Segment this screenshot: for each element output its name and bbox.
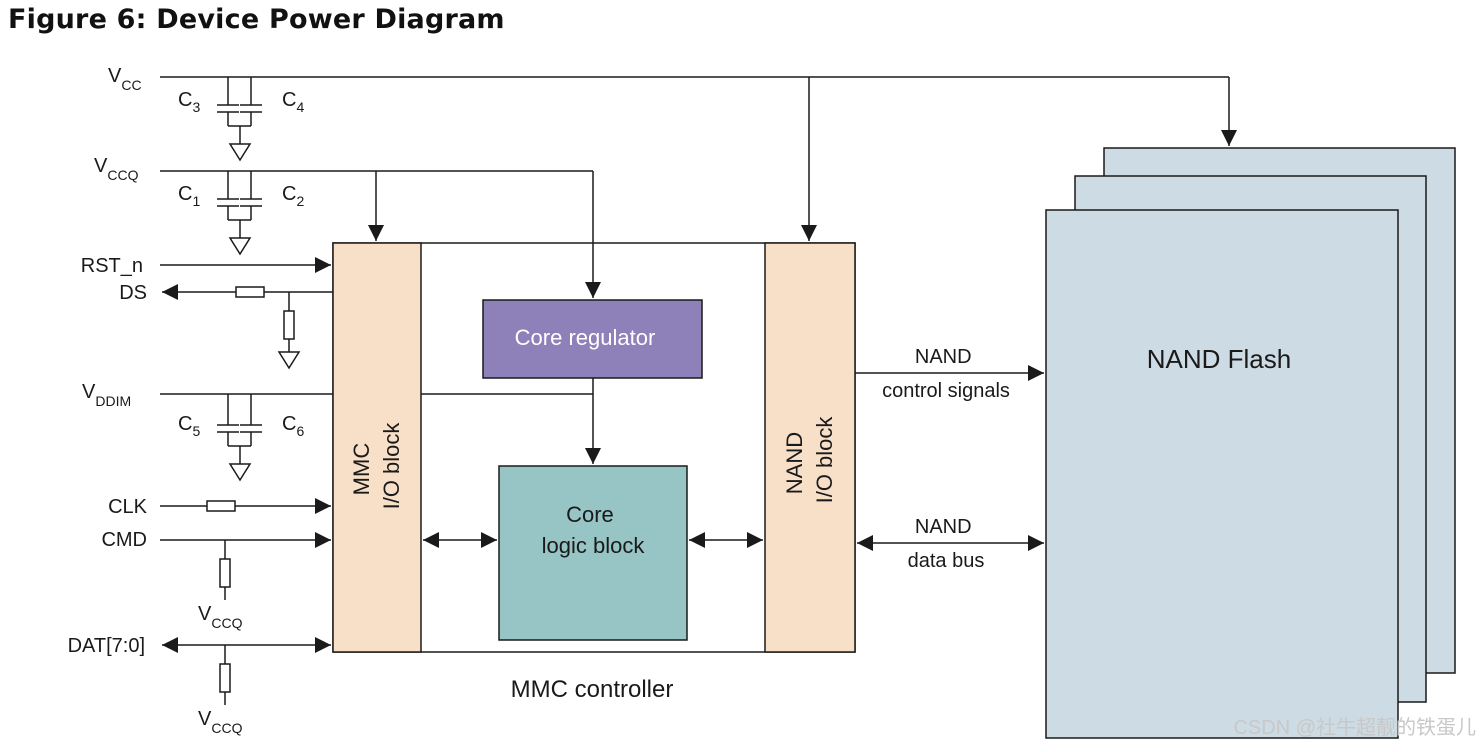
cap-c6 [240, 394, 262, 446]
cap-c5 [217, 394, 239, 446]
cap-pair-vcc-join [228, 125, 251, 144]
c3-label-main: C [178, 89, 192, 111]
rst-n-label: RST_n [81, 255, 143, 277]
mmc-controller-label: MMC controller [511, 676, 674, 703]
vddim-label-main: V [82, 381, 96, 403]
dat-pullup-vccq-sub: CCQ [211, 720, 242, 736]
cap-pair-vddim-join [228, 445, 251, 464]
core-regulator-label: Core regulator [515, 325, 656, 350]
core-logic-label-line2: logic block [542, 533, 646, 558]
cap-c2 [240, 171, 262, 220]
figure-title: Figure 6: Device Power Diagram [8, 4, 505, 35]
ground-icon [228, 463, 252, 482]
c4-label-sub: 4 [296, 99, 304, 115]
cmd-label: CMD [101, 529, 147, 551]
c5-label: C5 [178, 413, 200, 439]
nand-io-label-line1: NAND [782, 432, 807, 494]
c2-label: C2 [282, 183, 304, 209]
vcc-label-sub: CC [121, 77, 141, 93]
c6-label-main: C [282, 413, 296, 435]
dat-label: DAT[7:0] [68, 635, 145, 657]
c5-label-main: C [178, 413, 192, 435]
watermark: CSDN @社牛超靓的铁蛋儿 [1233, 716, 1476, 739]
dat-pullup-vccq-label: VCCQ [198, 708, 243, 736]
c5-label-sub: 5 [192, 423, 200, 439]
ground-icon [277, 351, 301, 370]
nand-io-label: NAND I/O block [782, 416, 837, 504]
c1-label-sub: 1 [192, 193, 200, 209]
cmd-pullup-vccq-label: VCCQ [198, 603, 243, 631]
dat-pullup-resistor [219, 663, 231, 693]
nand-data-label-line1: NAND [915, 516, 972, 538]
cap-pair-vddim [217, 394, 262, 482]
nand-control-label-line1: NAND [915, 346, 972, 368]
cap-pair-vccq [217, 171, 262, 256]
c2-label-sub: 2 [296, 193, 304, 209]
core-logic-label-line1: Core [566, 502, 614, 527]
ds-label: DS [119, 282, 147, 304]
cmd-pullup-vccq-sub: CCQ [211, 615, 242, 631]
vcc-label: VCC [108, 65, 142, 93]
mmc-io-label-line2: I/O block [379, 422, 404, 510]
cap-pair-vcc [217, 77, 262, 162]
power-rails [160, 76, 1237, 464]
cap-c1 [217, 171, 239, 220]
c6-label-sub: 6 [296, 423, 304, 439]
c4-label: C4 [282, 89, 304, 115]
vccq-label-sub: CCQ [107, 167, 138, 183]
c1-label-main: C [178, 183, 192, 205]
vcc-label-main: V [108, 65, 122, 87]
nand-flash-die-front [1045, 209, 1399, 739]
c6-label: C6 [282, 413, 304, 439]
clk-label: CLK [108, 496, 148, 518]
core-logic-block [498, 465, 688, 641]
nand-io-label-line2: I/O block [812, 416, 837, 504]
dat-pullup-vccq-main: V [198, 708, 212, 730]
vddim-label-sub: DDIM [95, 393, 131, 409]
nand-io-block [764, 242, 856, 653]
cap-pair-vccq-join [228, 219, 251, 238]
cmd-pullup-resistor [219, 558, 231, 588]
mmc-io-label: MMC I/O block [349, 422, 404, 510]
nand-data-label: NAND data bus [908, 516, 985, 572]
vccq-label: VCCQ [94, 155, 139, 183]
c3-label-sub: 3 [192, 99, 200, 115]
vccq-label-main: V [94, 155, 108, 177]
cap-c3 [217, 77, 239, 126]
ground-icon [228, 237, 252, 256]
nand-data-label-line2: data bus [908, 550, 985, 572]
ds-pulldown-resistor [283, 310, 295, 340]
nand-flash-label: NAND Flash [1147, 344, 1291, 374]
clk-series-resistor [206, 500, 236, 512]
mmc-io-label-line1: MMC [349, 443, 374, 496]
c1-label: C1 [178, 183, 200, 209]
c2-label-main: C [282, 183, 296, 205]
cap-c4 [240, 77, 262, 126]
ds-series-resistor [235, 286, 265, 298]
cmd-pullup-vccq-main: V [198, 603, 212, 625]
signal-lines [160, 257, 1044, 705]
ground-icon [228, 143, 252, 162]
nand-flash-stack [1045, 147, 1456, 739]
mmc-io-block [332, 242, 422, 653]
nand-control-label-line2: control signals [882, 380, 1010, 402]
c3-label: C3 [178, 89, 200, 115]
core-logic-label: Core logic block [542, 502, 646, 558]
nand-control-label: NAND control signals [882, 346, 1010, 402]
c4-label-main: C [282, 89, 296, 111]
vddim-label: VDDIM [82, 381, 131, 409]
